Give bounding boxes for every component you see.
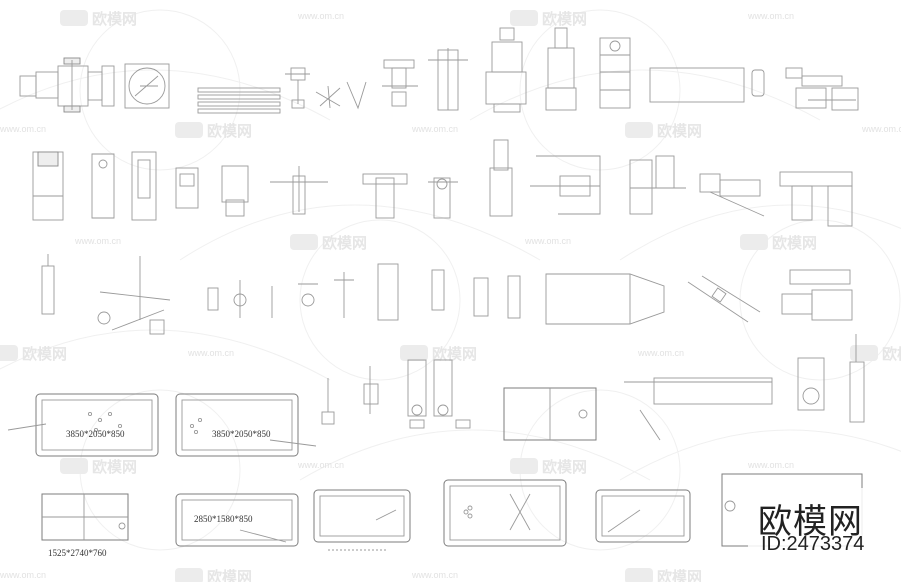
watermark-url: www.om.cn [0, 570, 46, 580]
pool-table-6 [595, 489, 691, 543]
treadmill [32, 151, 64, 221]
pool-table-4 [313, 489, 411, 551]
standing-rack [321, 366, 379, 425]
watermark-url: www.om.cn [74, 236, 121, 246]
dumbbell-bench [362, 173, 408, 219]
flat-bench [649, 67, 765, 103]
brand-model-id: ID:2473374 [761, 533, 865, 555]
watermark-logo-text: 欧模网 [322, 234, 367, 252]
watermark-url: www.om.cn [524, 236, 571, 246]
watermark-logo-text: 欧模网 [207, 568, 252, 582]
row-4-equipment: 3850*2050*850 3850*2050*850 [7, 334, 865, 457]
seated-row [781, 269, 853, 321]
watermark-logo-text: 欧模网 [22, 345, 67, 363]
pool-table-5 [443, 479, 567, 547]
chest-press [485, 27, 527, 113]
watermark-url: www.om.cn [637, 348, 684, 358]
row-5-equipment: 1525*2740*760 2850*1580*850 [41, 473, 863, 558]
cable-crossover [779, 171, 853, 227]
dimension-label: 2850*1580*850 [194, 514, 253, 524]
abdominal-machine [382, 59, 418, 107]
watermark-url: www.om.cn [747, 11, 794, 21]
dimension-label: 3850*2050*850 [212, 429, 271, 439]
brand-site-name: 欧模网 [758, 502, 863, 542]
exercise-bikes [207, 272, 354, 318]
watermark-url: www.om.cn [411, 124, 458, 134]
vertical-press [489, 139, 513, 217]
multi-gym-station [97, 256, 171, 335]
barbell-rack [270, 166, 328, 215]
ping-pong-table [503, 387, 597, 441]
t-bar-bench [428, 48, 468, 111]
row-1-equipment [19, 27, 859, 114]
watermark-logo-text: 欧模网 [92, 10, 137, 28]
pool-table-2: 3850*2050*850 [175, 393, 317, 457]
angled-rack [687, 275, 761, 323]
leg-extension [699, 173, 765, 217]
watermark-logo-text: 欧模网 [542, 458, 587, 476]
ab-bench [624, 377, 773, 441]
standing-machines [377, 263, 521, 321]
padded-bench-a [91, 153, 115, 219]
dimension-label: 1525*2740*760 [48, 548, 107, 558]
tall-column [849, 334, 865, 423]
watermark-logo-text: 欧模网 [657, 568, 702, 582]
watermark-logo-text: 欧模网 [882, 345, 901, 363]
watermark-url: www.om.cn [297, 11, 344, 21]
watermark-url: www.om.cn [297, 460, 344, 470]
padded-bench-b [131, 151, 157, 221]
watermark-url: www.om.cn [747, 460, 794, 470]
watermark-logo-text: 欧模网 [772, 234, 817, 252]
row-2-equipment [32, 139, 853, 227]
punching-bag-stand [41, 254, 55, 315]
watermark-url: www.om.cn [187, 348, 234, 358]
watermark-logo-text: 欧模网 [92, 458, 137, 476]
seat-unit-a [175, 167, 199, 209]
pec-deck [530, 155, 601, 215]
leg-press-machine [19, 57, 115, 113]
watermark-url-group: www.om.cn www.om.cn www.om.cn www.om.cn … [0, 11, 901, 580]
pool-table-3: 2850*1580*850 [175, 493, 299, 547]
watermark-arcs [0, 9, 901, 551]
dimension-label: 3850*2050*850 [66, 429, 125, 439]
watermark-logo-text: 欧模网 [207, 122, 252, 140]
table-tennis-small: 1525*2740*760 [41, 493, 129, 558]
weight-stack [797, 357, 825, 411]
rotary-disc-machine [124, 63, 170, 109]
pool-table-1: 3850*2050*850 [7, 393, 159, 457]
watermark-url: www.om.cn [861, 124, 901, 134]
lat-pulldown [785, 67, 859, 111]
row-3-equipment [41, 254, 853, 335]
cable-tower [629, 155, 686, 215]
incline-bench [428, 177, 458, 219]
watermark-url: www.om.cn [0, 124, 46, 134]
shoulder-press [545, 27, 577, 111]
watermark-url: www.om.cn [411, 570, 458, 580]
brand-backdrop [748, 488, 888, 564]
watermark-logo-group: 欧模网 欧模网 欧模网 欧模网 欧模网 欧模网 欧模网 欧模网 欧模网 欧模网 … [0, 10, 901, 582]
seat-unit-b [221, 165, 249, 217]
twin-columns [407, 359, 471, 429]
bench-bars [197, 87, 281, 114]
watermark-logo-text: 欧模网 [432, 345, 477, 363]
watermark-logo-text: 欧模网 [542, 10, 587, 28]
recline-bench [545, 273, 665, 325]
smith-rack [599, 37, 631, 109]
multi-station-a [285, 67, 367, 110]
watermark-logo-text: 欧模网 [657, 122, 702, 140]
